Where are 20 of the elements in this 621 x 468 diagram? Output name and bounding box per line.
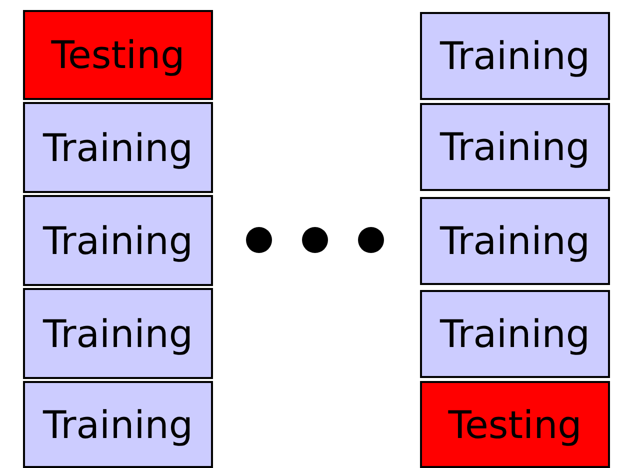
fold-label: Testing: [448, 406, 582, 444]
testing-fold-box: [23, 10, 213, 100]
training-fold-box: [420, 290, 610, 378]
fold-label: Testing: [51, 36, 185, 74]
training-fold-box: [420, 103, 610, 191]
fold-label: Training: [440, 128, 590, 166]
fold-label: Training: [43, 222, 193, 260]
fold-label: Training: [43, 406, 193, 444]
fold-label: Training: [43, 314, 193, 352]
fold-label: Training: [440, 222, 590, 260]
training-fold-box: [420, 12, 610, 100]
training-fold-box: [420, 197, 610, 285]
testing-fold-box: [420, 381, 610, 468]
fold-label: Training: [43, 128, 193, 166]
training-fold-box: [23, 288, 213, 379]
training-fold-box: [23, 381, 213, 468]
training-fold-box: [23, 102, 213, 193]
fold-label: Training: [440, 315, 590, 353]
training-fold-box: [23, 195, 213, 286]
fold-label: Training: [440, 37, 590, 75]
